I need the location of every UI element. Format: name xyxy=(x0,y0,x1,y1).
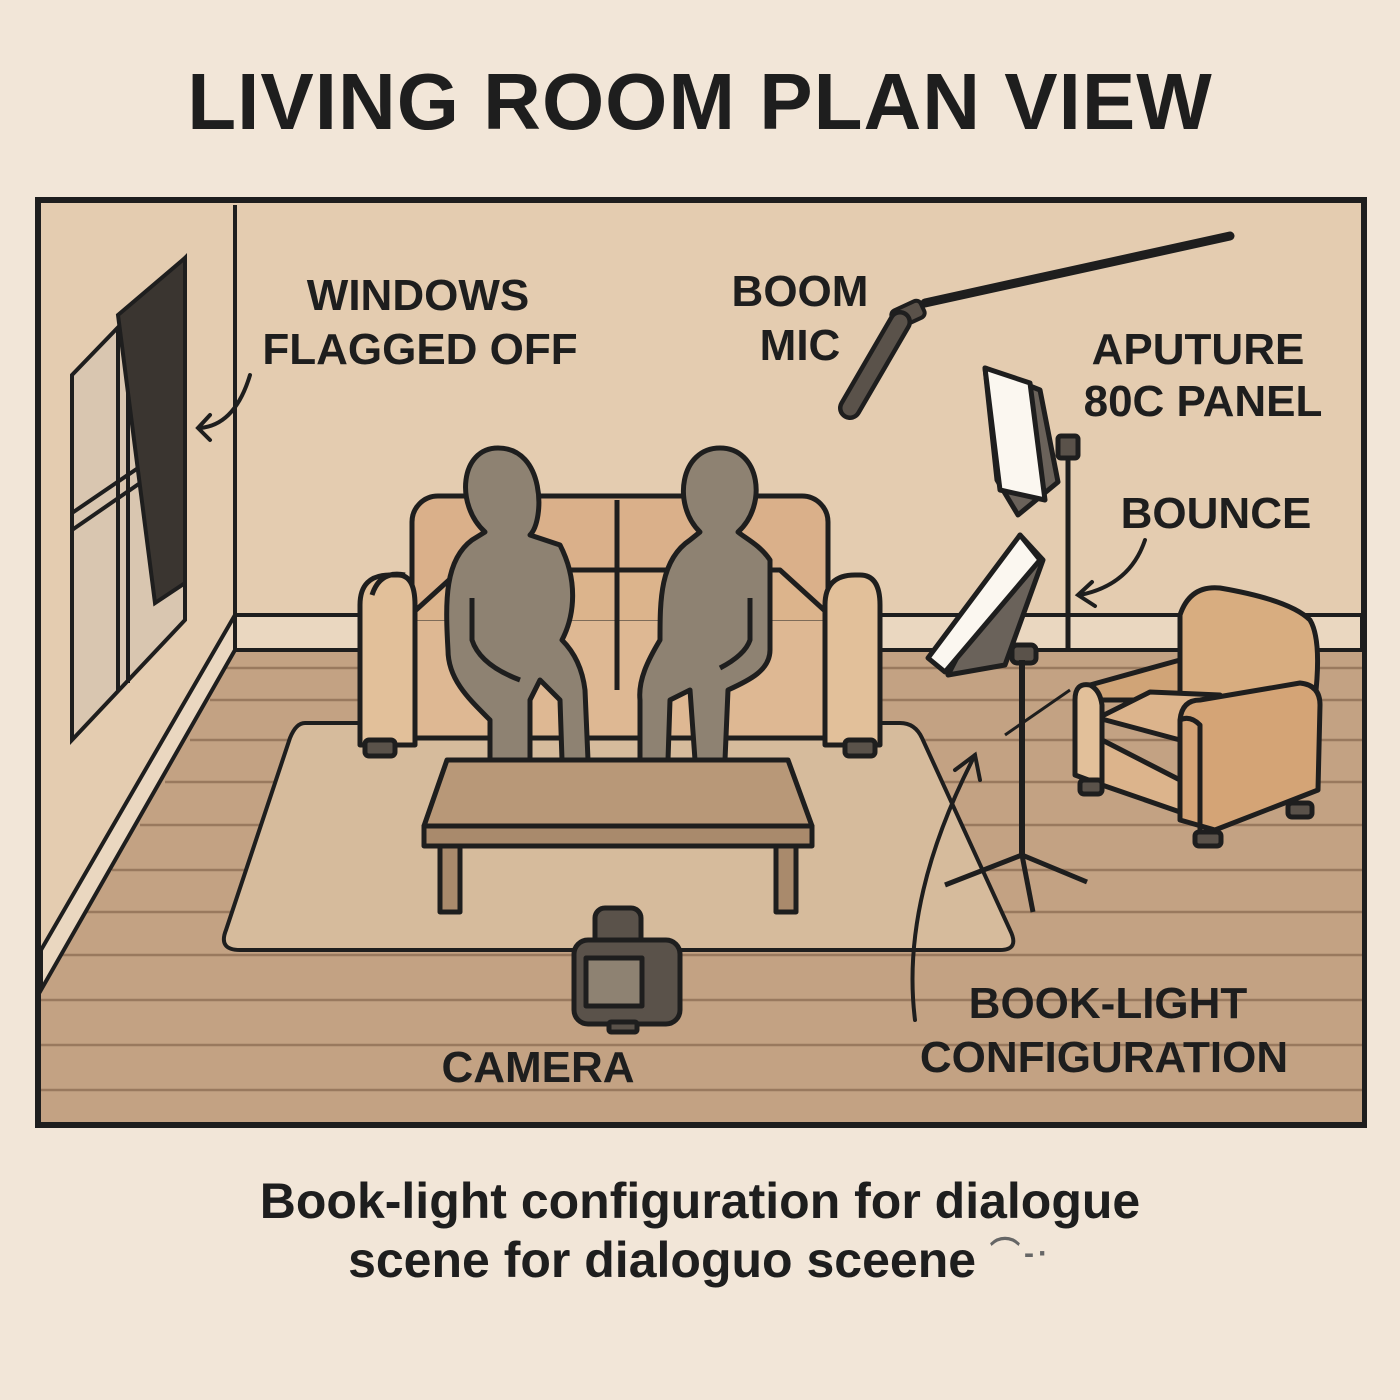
label-bounce-line1: BOUNCE xyxy=(1121,489,1312,538)
label-boom-line1: BOOM xyxy=(732,267,869,316)
person-left-icon xyxy=(444,445,591,763)
caption-line-1: Book-light configuration for dialogue xyxy=(259,1173,1141,1229)
label-panel-line2: 80C PANEL xyxy=(1084,377,1323,426)
flag-icon xyxy=(115,253,187,607)
label-bounce: BOUNCE xyxy=(1121,489,1312,538)
label-aputure-panel: APUTURE 80C PANEL xyxy=(1084,325,1323,426)
label-book-light-line2: CONFIGURATION xyxy=(920,1033,1288,1082)
bounce-board-icon xyxy=(925,532,1088,913)
sofa xyxy=(357,493,883,759)
book-light-arrow-icon xyxy=(910,751,982,1022)
bounce-arrow-icon xyxy=(1074,538,1147,608)
label-windows-line1: WINDOWS xyxy=(307,271,529,320)
person-right-icon xyxy=(637,445,773,763)
camera-icon xyxy=(571,905,683,1035)
coffee-table xyxy=(421,757,815,915)
aputure-panel-icon xyxy=(982,365,1081,650)
label-panel-line1: APUTURE xyxy=(1092,325,1305,374)
label-windows-flagged-off: WINDOWS FLAGGED OFF xyxy=(262,271,577,374)
boom-mic-icon xyxy=(838,231,1235,420)
caption-line-2-text: scene for dialoguo sceene xyxy=(348,1232,977,1288)
label-book-light: BOOK-LIGHT CONFIGURATION xyxy=(920,979,1288,1082)
label-boom-line2: MIC xyxy=(760,321,841,370)
windows-arrow-icon xyxy=(195,373,252,442)
label-boom-mic: BOOM MIC xyxy=(732,267,869,370)
page-title: LIVING ROOM PLAN VIEW xyxy=(187,57,1213,146)
label-book-light-line1: BOOK-LIGHT xyxy=(969,979,1248,1028)
caption-line-2: scene for dialoguo sceene ⌒-· xyxy=(0,1231,1400,1290)
armchair xyxy=(1072,585,1323,849)
label-windows-line2: FLAGGED OFF xyxy=(262,325,577,374)
figure-caption: Book-light configuration for dialogue sc… xyxy=(0,1172,1400,1290)
label-camera-line1: CAMERA xyxy=(441,1043,634,1092)
label-camera: CAMERA xyxy=(441,1043,634,1092)
caption-trailing-fragment: ⌒-· xyxy=(989,1237,1052,1270)
